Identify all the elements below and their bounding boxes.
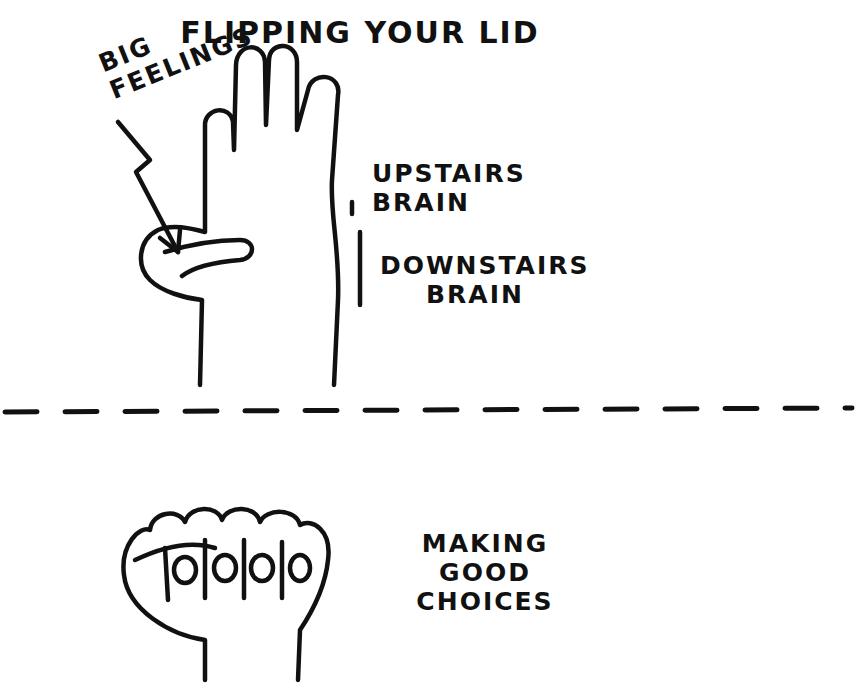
divider-mark <box>358 232 363 305</box>
finger-line <box>165 540 282 600</box>
divider-mark <box>350 202 355 214</box>
open-hand <box>141 46 338 385</box>
fingernail <box>174 557 196 583</box>
fingernail <box>214 555 236 581</box>
annotation-label: DOWNSTAIRS BRAIN <box>380 252 570 310</box>
annotation-label: BIG FEELINGS <box>95 0 256 105</box>
arrow-head <box>160 230 180 252</box>
caption-label: MAKING GOOD CHOICES <box>400 530 570 616</box>
annotation-label: UPSTAIRS BRAIN <box>372 160 522 218</box>
fingernail <box>251 555 273 581</box>
pointer-arrow <box>118 122 178 252</box>
fist <box>123 509 328 680</box>
dashed-separator <box>5 408 852 412</box>
fingernail <box>290 555 310 581</box>
